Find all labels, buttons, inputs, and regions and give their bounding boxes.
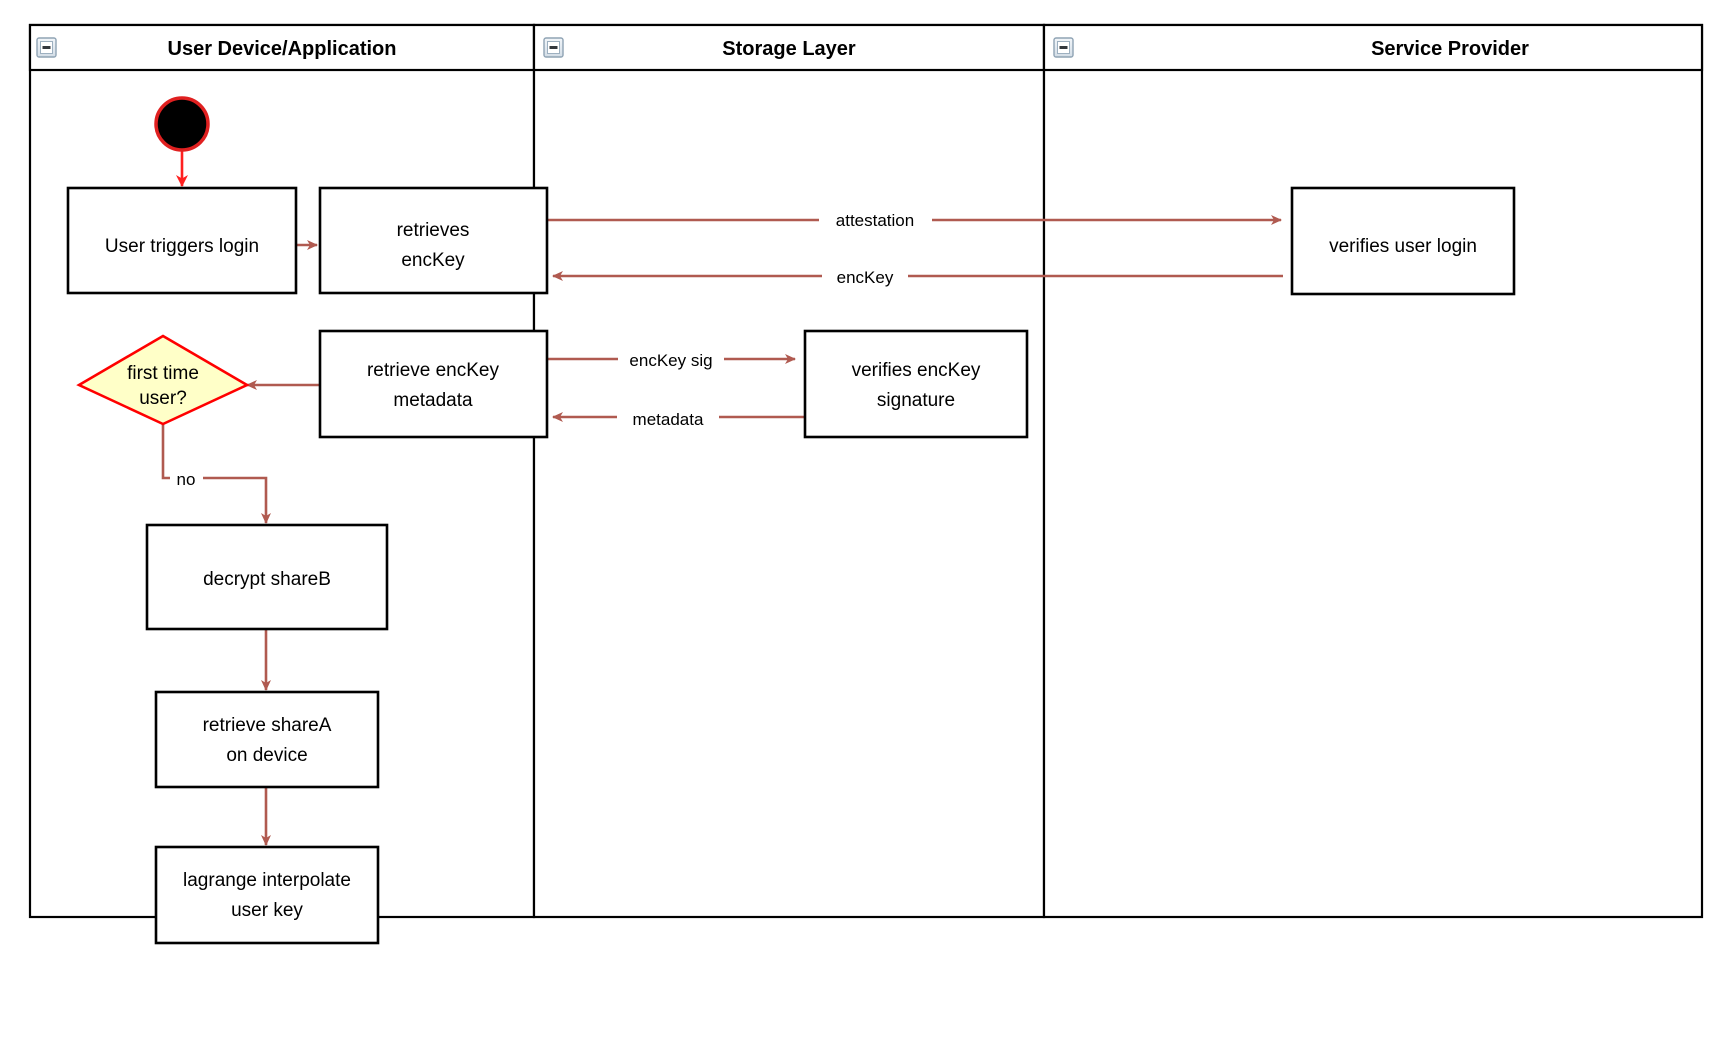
lane-storage[interactable]: Storage Layer: [532, 23, 1046, 919]
activity-retrieve-enckey-metadata[interactable]: retrieve encKey metadata: [318, 329, 549, 439]
edge-label-metadata: metadata: [617, 404, 719, 432]
activity-box: [803, 329, 1029, 439]
lane-body-storage: [532, 23, 1046, 919]
start-circle: [154, 96, 210, 152]
label-mask: [618, 345, 724, 373]
edge-label-enckey: encKey: [822, 262, 908, 290]
lane-body-service-provider: [1042, 23, 1704, 919]
initial-node-start[interactable]: [154, 96, 210, 152]
lane-title-user-device: User Device/Application: [168, 38, 397, 60]
minus-icon[interactable]: [36, 37, 57, 58]
decision-diamond: [76, 334, 250, 426]
activity-label: User triggers login: [105, 236, 259, 257]
activity-label: verifies user login: [1329, 236, 1477, 257]
activity-label-line1: lagrange interpolate: [183, 870, 351, 891]
decision-first-time-user[interactable]: first time user?: [76, 334, 250, 426]
activity-box: [154, 845, 380, 945]
edge-label-text: attestation: [836, 211, 914, 230]
activity-lagrange-interpolate-user-key[interactable]: lagrange interpolate user key: [154, 845, 380, 945]
activity-retrieve-sharea-on-device[interactable]: retrieve shareA on device: [154, 690, 380, 789]
activity-label-line2: encKey: [401, 250, 465, 271]
activity-label-line2: signature: [877, 390, 955, 411]
lane-header-user-device: [28, 23, 536, 72]
activity-box: [1290, 186, 1516, 296]
activity-verifies-enckey-signature[interactable]: verifies encKey signature: [803, 329, 1029, 439]
activity-retrieves-enckey[interactable]: retrieves encKey: [318, 186, 549, 295]
lane-title-storage: Storage Layer: [722, 38, 856, 60]
label-mask: [617, 404, 719, 432]
decision-label-line2: user?: [139, 388, 187, 409]
edge-label-attestation: attestation: [819, 205, 932, 233]
label-mask: [822, 262, 908, 290]
activity-box: [318, 186, 549, 295]
activity-label-line1: retrieves: [397, 220, 470, 241]
activity-label-line2: on device: [226, 745, 307, 766]
edge-decision-no: [161, 424, 271, 524]
activity-label-line2: user key: [231, 900, 303, 921]
minus-icon[interactable]: [1053, 37, 1074, 58]
edge-label-text: encKey sig: [629, 351, 712, 370]
label-mask: [170, 465, 203, 491]
minus-icon[interactable]: [543, 37, 564, 58]
lane-header-service-provider: [1042, 23, 1704, 72]
activity-box: [318, 329, 549, 439]
edge-label-text: metadata: [633, 410, 704, 429]
activity-verifies-user-login[interactable]: verifies user login: [1290, 186, 1516, 296]
activity-label-line1: verifies encKey: [852, 360, 981, 381]
edge-label-text: encKey: [837, 268, 894, 287]
edge-label-no: no: [170, 465, 203, 491]
activity-label-line1: retrieve encKey: [367, 360, 500, 381]
activity-box: [145, 523, 389, 631]
label-mask: [819, 205, 932, 233]
edge-label-text: no: [177, 470, 196, 489]
activity-user-triggers-login[interactable]: User triggers login: [66, 186, 298, 295]
activity-box: [154, 690, 380, 789]
activity-box: [66, 186, 298, 295]
decision-label-line1: first time: [127, 363, 199, 384]
activity-decrypt-shareb[interactable]: decrypt shareB: [145, 523, 389, 631]
activity-label-line2: metadata: [393, 390, 473, 411]
activity-label-line1: retrieve shareA: [203, 715, 332, 736]
edge-label-enckey-sig: encKey sig: [618, 345, 724, 373]
lane-service-provider[interactable]: Service Provider: [1042, 23, 1704, 919]
activity-label: decrypt shareB: [203, 569, 331, 590]
lane-title-service-provider: Service Provider: [1371, 38, 1529, 60]
